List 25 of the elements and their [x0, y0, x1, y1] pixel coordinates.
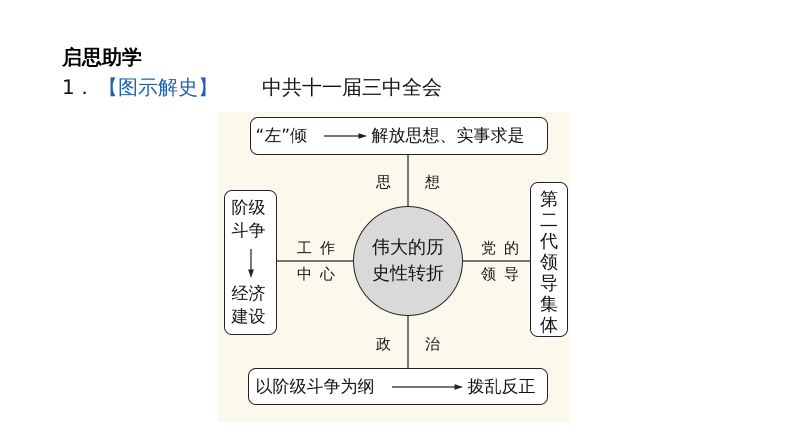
- arrow: [392, 384, 463, 390]
- heading-text: 【图示解史】: [98, 74, 218, 101]
- box-text: 拨乱反正: [468, 376, 542, 398]
- edge-label: 政治: [376, 334, 440, 354]
- heading: 启思助学: [62, 44, 142, 71]
- box-text: 解放思想、实事求是: [372, 124, 544, 146]
- rounded-box: [250, 117, 548, 155]
- connector-line: [407, 316, 409, 368]
- rounded-box: 第二代领导集体: [530, 182, 568, 337]
- box-text: “左”倾: [256, 124, 318, 146]
- connector-line: [463, 260, 530, 262]
- connector-line: [277, 260, 353, 262]
- heading-text: 中共十一届三中全会: [262, 74, 442, 101]
- box-text: 阶级斗争: [232, 196, 270, 242]
- box-text: 经济建设: [232, 282, 270, 328]
- box-text: 以阶级斗争为纲: [256, 376, 386, 398]
- edge-label: 党的领导: [481, 238, 519, 285]
- rounded-box: [224, 190, 277, 335]
- edge-label: 工作中心: [297, 238, 335, 285]
- arrow: [324, 133, 367, 139]
- connector-line: [407, 155, 409, 206]
- heading-text: 1．: [62, 74, 95, 101]
- edge-label: 思想: [376, 172, 440, 192]
- rounded-box: [248, 368, 548, 405]
- arrow: [248, 249, 254, 278]
